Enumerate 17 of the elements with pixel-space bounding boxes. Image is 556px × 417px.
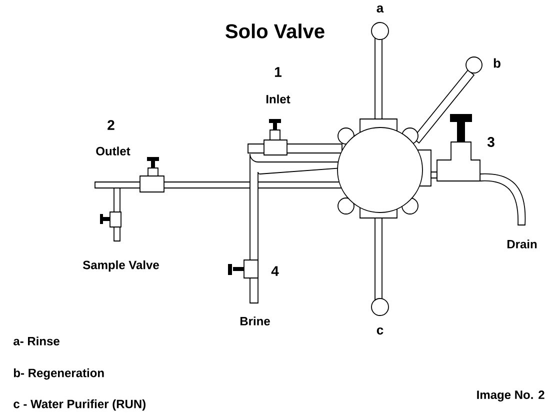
callout-number: a	[376, 5, 384, 13]
callout-number: 3	[487, 137, 494, 147]
callout-number: 4	[271, 266, 279, 276]
callout-number: 1	[275, 67, 282, 77]
part-label: Drain	[507, 240, 537, 248]
callout-number: 2	[108, 120, 114, 130]
callout-number: c	[376, 327, 384, 335]
note-text: Image No. 2	[477, 390, 544, 402]
title: Solo Valve	[226, 24, 324, 38]
part-label: Inlet	[266, 94, 290, 104]
part-label: Brine	[240, 316, 270, 326]
part-label: Sample Valve	[83, 260, 159, 272]
note-text: a- Rinse	[14, 336, 60, 346]
callout-number: b	[494, 58, 500, 68]
note-text: c - Water Purifier (RUN)	[14, 399, 146, 411]
part-label: Outlet	[96, 146, 130, 156]
note-text: b- Regeneration	[14, 368, 104, 380]
